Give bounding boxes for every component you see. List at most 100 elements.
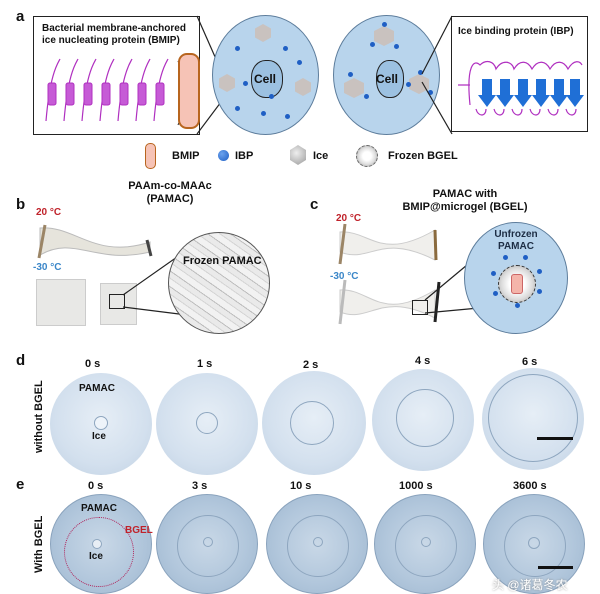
ibp-dot-icon [370,42,375,47]
panel-b-title-line1: PAAm-co-MAAc [128,180,212,192]
dish-d-0s: PAMAC Ice [50,373,152,475]
pamac-label: PAMAC [79,383,115,394]
ibp-dot-icon [243,81,248,86]
ice-crystal [313,537,323,547]
scale-bar-e [538,566,573,569]
ibp-dot-icon [406,82,411,87]
zoom-region-box [109,294,125,309]
frozen-bgel-icon [356,145,378,167]
panel-e-row-label: With BGEL [33,515,45,573]
unfrozen-pamac-zoom-circle: Unfrozen PAMAC [464,222,568,334]
zoom-connector-lines [421,15,453,135]
ibp-dot-icon [418,70,423,75]
panel-c-title-line2: BMIP@microgel (BGEL) [402,201,528,213]
bgel-region [504,515,566,577]
ibp-dot-icon [491,271,496,276]
dish-e-10s [266,494,368,594]
ice-crystal-icon [374,26,394,46]
watermark: 头 @诸葛冬农 [492,578,568,592]
frozen-pamac-strip-left [36,279,86,326]
ice-front [196,412,218,434]
panel-e-time-3: 1000 s [399,480,433,492]
bmip-info-box: Bacterial membrane-anchored ice nucleati… [33,16,200,135]
bgel-region [395,515,457,577]
dish-e-3600s [483,494,585,594]
ice-crystal-icon [344,78,364,98]
bgel-twisted-strip-photo-cold [338,279,441,325]
dish-e-1000s [374,494,476,594]
panel-e-time-2: 10 s [290,480,312,492]
ibp-dot-icon [235,106,240,111]
ice-crystal-icon [290,145,306,165]
ice-front [396,389,454,447]
bmip-title-line1: Bacterial membrane-anchored [42,23,186,34]
ibp-dot-icon [269,94,274,99]
panel-a-letter: a [16,8,25,25]
cell-environment-ibp: Cell [333,15,440,135]
panel-d-time-0: 0 s [85,358,101,370]
ibp-box-title: Ice binding protein (IBP) [458,26,574,37]
ibp-dot-icon [364,94,369,99]
unfrozen-pamac-label: Unfrozen PAMAC [485,229,547,253]
panel-d-letter: d [16,352,26,369]
panel-c-letter: c [310,196,319,213]
ibp-dot-icon [493,291,498,296]
panel-d-time-1: 1 s [197,358,213,370]
ibp-dot-icon [394,44,399,49]
cell-label: Cell [376,72,399,86]
ice-crystal [94,416,108,430]
legend-bmip-label: BMIP [172,150,200,162]
ibp-dot-icon [537,269,542,274]
ice-crystal-icon [409,74,429,94]
legend-frozen-bgel-label: Frozen BGEL [388,150,458,162]
ibp-dot-icon [515,303,520,308]
ice-label: Ice [92,431,106,442]
ice-crystal-icon [219,74,235,92]
panel-b-title-line2: (PAMAC) [146,193,194,205]
panel-b-temp-minus30: -30 °C [33,262,62,273]
bgel-twisted-strip-photo-warm [338,223,438,265]
ibp-dot-icon [523,255,528,260]
ibp-dot-icon [428,90,433,95]
ice-crystal-icon [295,78,311,96]
cell-label: Cell [254,72,277,86]
ice-crystal [421,537,431,547]
panel-d-time-2: 2 s [303,359,319,371]
ibp-dot-icon [503,255,508,260]
ibp-dot-icon [297,60,302,65]
bgel-boundary [64,517,134,587]
panel-c-title: PAMAC with BMIP@microgel (BGEL) [390,188,540,214]
bmip-protein-strands [45,58,169,122]
ice-front [488,374,578,462]
ice-crystal [92,539,102,549]
panel-c-temp-minus30: -30 °C [330,271,359,282]
pamac-twisted-strip-photo [37,224,153,259]
panel-b-temp-20: 20 °C [36,207,62,218]
panel-e-letter: e [16,476,25,493]
ice-crystal-icon [255,24,271,42]
ibp-dot-icon [235,46,240,51]
cell-environment-bmip: Cell [212,15,319,135]
ibp-dot-icon [348,72,353,77]
bmip-title-line2: ice nucleating protein (BMIP) [42,35,180,46]
ibp-dot-icon [382,22,387,27]
panel-c-temp-20: 20 °C [336,213,362,224]
bmip-box-title: Bacterial membrane-anchored ice nucleati… [42,23,186,47]
unfrozen-label-line1: Unfrozen [494,229,538,240]
zoom-region-box [412,300,428,315]
ibp-protein-illustration [458,60,584,116]
panel-c-title-line1: PAMAC with [432,188,498,200]
ibp-dot-icon [283,46,288,51]
panel-e-time-4: 3600 s [513,480,547,492]
panel-d-row-label: without BGEL [33,380,45,453]
ibp-dot-icon [261,111,266,116]
panel-e-time-1: 3 s [192,480,208,492]
bgel-region [287,515,349,577]
ice-crystal [203,537,213,547]
ibp-dot-icon [537,289,542,294]
pamac-label: PAMAC [81,503,117,514]
bmip-protein-illustration [45,58,191,126]
unfrozen-label-line2: PAMAC [498,241,534,252]
cell-shape [251,60,283,98]
dish-d-6s [482,368,584,470]
